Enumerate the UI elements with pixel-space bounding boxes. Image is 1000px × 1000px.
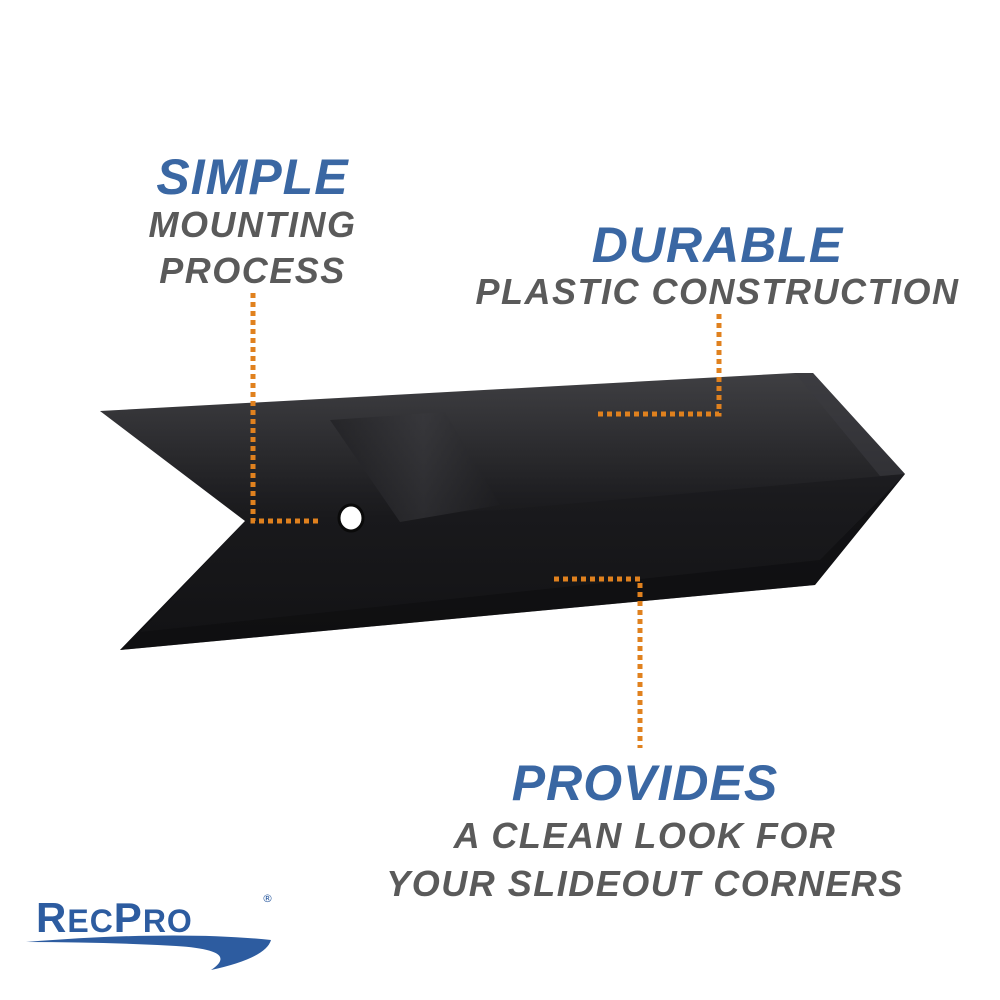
guard-bottom-edge — [120, 474, 905, 650]
leader-line-simple — [250, 293, 318, 524]
leader-line-provides — [554, 576, 643, 748]
callout-simple-line2: PROCESS — [159, 250, 346, 291]
callout-durable-headline: DURABLE — [591, 217, 844, 273]
registered-mark: ® — [262, 892, 273, 905]
callout-durable: DURABLE PLASTIC CONSTRUCTION — [440, 220, 995, 310]
recpro-logo: RECPRO ® — [26, 892, 276, 972]
callout-simple-headline: SIMPLE — [156, 149, 349, 205]
callout-provides-line1: A CLEAN LOOK FOR — [453, 815, 837, 856]
callout-simple-line1: MOUNTING — [148, 204, 357, 245]
logo-letters-ro: RO — [142, 903, 193, 939]
callout-provides: PROVIDES A CLEAN LOOK FOR YOUR SLIDEOUT … — [345, 758, 945, 908]
recpro-logo-wordmark: RECPRO — [36, 894, 193, 942]
callout-simple: SIMPLE MOUNTING PROCESS — [135, 152, 370, 294]
guard-top-face — [100, 373, 905, 521]
callout-provides-line2: YOUR SLIDEOUT CORNERS — [386, 863, 904, 904]
leader-line-durable — [597, 314, 722, 417]
guard-tip-bevel — [795, 373, 905, 476]
guard-fold-ridge — [330, 412, 500, 522]
callout-durable-line1: PLASTIC CONSTRUCTION — [475, 271, 960, 312]
mounting-hole — [337, 503, 365, 533]
leader-lines — [250, 293, 722, 748]
callout-provides-headline: PROVIDES — [511, 755, 779, 811]
logo-letter-p: P — [113, 894, 143, 941]
logo-letter-r: R — [36, 894, 68, 941]
logo-swoosh — [26, 935, 271, 970]
logo-letters-ec: EC — [67, 903, 114, 939]
